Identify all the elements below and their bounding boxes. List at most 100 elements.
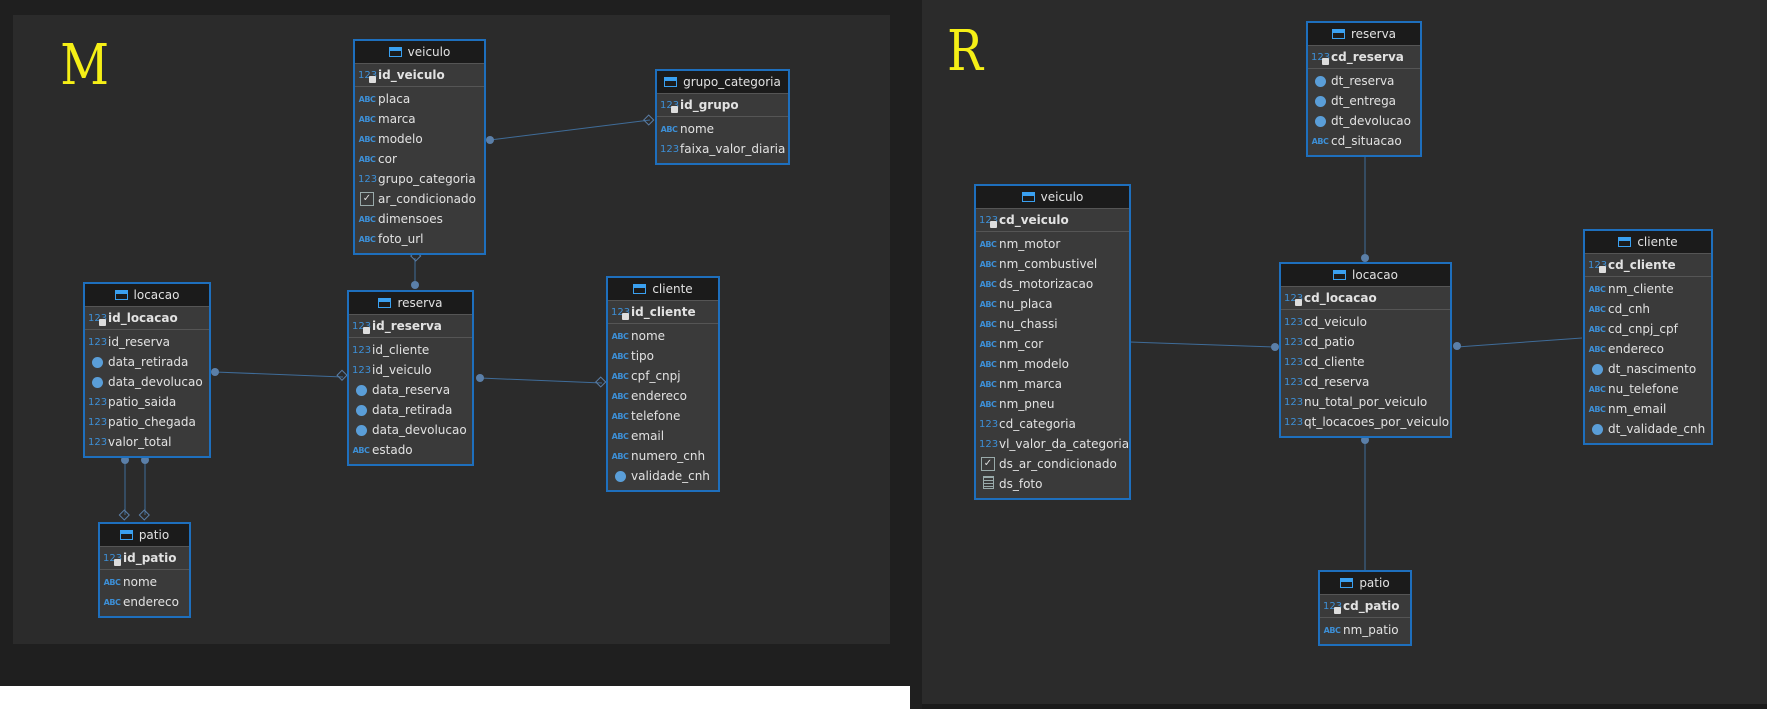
- entity-header[interactable]: reserva: [1308, 23, 1420, 46]
- column-row[interactable]: data_retirada: [349, 400, 472, 420]
- column-row[interactable]: validade_cnh: [608, 466, 718, 486]
- column-row[interactable]: dt_validade_cnh: [1585, 419, 1711, 439]
- column-row[interactable]: data_retirada: [85, 352, 209, 372]
- column-row[interactable]: dt_devolucao: [1308, 111, 1420, 131]
- entity-header[interactable]: veiculo: [976, 186, 1129, 209]
- entity-header[interactable]: veiculo: [355, 41, 484, 64]
- entity-header[interactable]: cliente: [1585, 231, 1711, 254]
- column-row[interactable]: data_reserva: [349, 380, 472, 400]
- column-row[interactable]: dt_nascimento: [1585, 359, 1711, 379]
- number-type-icon: 123: [979, 418, 999, 430]
- column-row[interactable]: data_devolucao: [349, 420, 472, 440]
- entity-header[interactable]: cliente: [608, 278, 718, 301]
- column-row[interactable]: ds_foto: [976, 474, 1129, 494]
- column-row[interactable]: ar_condicionado: [355, 189, 484, 209]
- entity-header[interactable]: reserva: [349, 292, 472, 315]
- column-row[interactable]: data_devolucao: [85, 372, 209, 392]
- key-badge-icon: [114, 558, 121, 566]
- entity-footer: [355, 249, 484, 253]
- column-row[interactable]: ds_ar_condicionado: [976, 454, 1129, 474]
- column-row[interactable]: dt_entrega: [1308, 91, 1420, 111]
- column-row[interactable]: dt_reserva: [1308, 71, 1420, 91]
- entity-header[interactable]: locacao: [1281, 264, 1450, 287]
- entity-header[interactable]: patio: [1320, 572, 1410, 595]
- entity-header[interactable]: patio: [100, 524, 189, 547]
- entity-header[interactable]: grupo_categoria: [657, 71, 788, 94]
- entity-header[interactable]: locacao: [85, 284, 209, 307]
